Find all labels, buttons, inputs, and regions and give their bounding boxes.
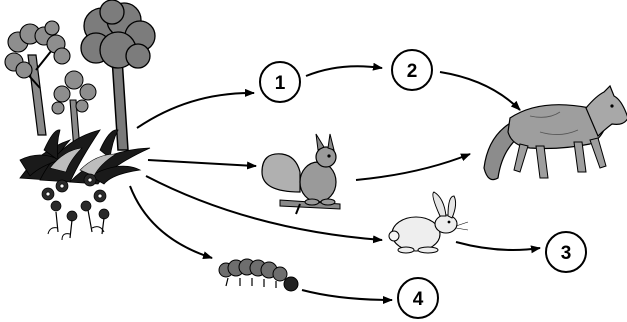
caterpillar-icon <box>218 258 299 292</box>
arrow-squirrel-to-wolf <box>355 153 471 181</box>
node-2: 2 <box>391 49 433 91</box>
node-4-label: 4 <box>413 289 424 310</box>
node-1-label: 1 <box>275 73 286 94</box>
arrow-caterpillar-to-4 <box>301 289 393 304</box>
arrow-plants-to-1 <box>136 88 255 129</box>
arrow-plants-to-squirrel <box>147 159 257 170</box>
arrow-plants-to-rabbit <box>145 175 383 244</box>
node-3: 3 <box>545 231 587 273</box>
node-4: 4 <box>397 277 439 319</box>
plants-icon <box>4 0 156 241</box>
node-2-label: 2 <box>407 61 418 82</box>
arrow-1-to-2 <box>305 62 383 77</box>
squirrel-icon <box>261 133 341 215</box>
rabbit-icon <box>388 191 469 254</box>
node-1: 1 <box>259 61 301 103</box>
arrow-2-to-wolf <box>439 71 521 111</box>
arrow-rabbit-to-3 <box>455 241 541 254</box>
arrow-plants-to-caterpillar <box>129 185 213 260</box>
node-3-label: 3 <box>561 243 572 264</box>
wolf-icon <box>483 84 627 181</box>
